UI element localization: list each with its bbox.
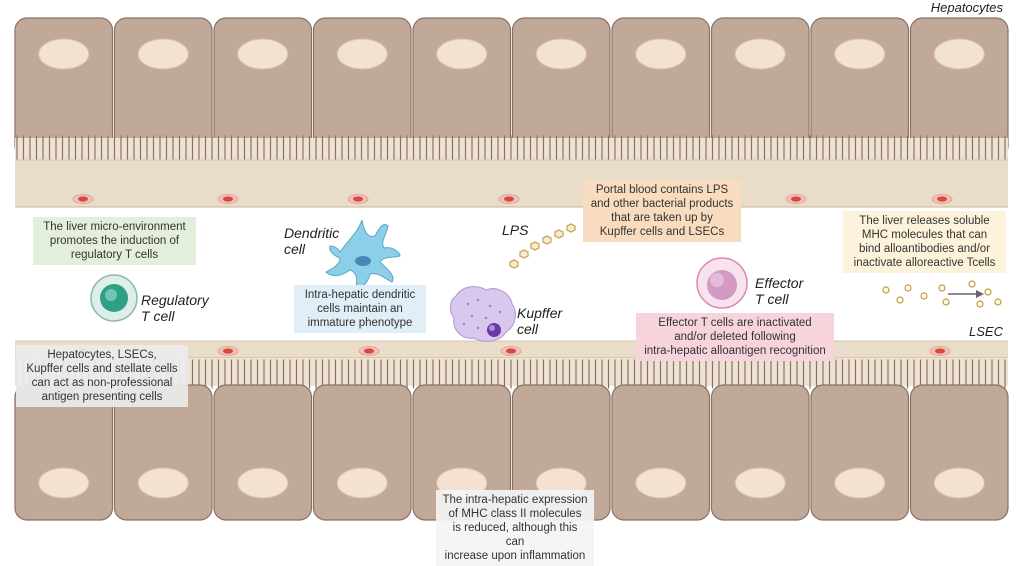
lps-label: LPS: [502, 222, 529, 238]
top-hepatocyte-row: [14, 17, 1009, 159]
hepatocyte-cell: [710, 384, 810, 521]
regulatory-t-cell-icon: [90, 274, 138, 322]
hepatocyte-cell: [213, 384, 313, 521]
top-microvilli: [15, 135, 1008, 163]
regulatory-t-cell-label: Regulatory T cell: [141, 292, 209, 324]
lsec-label: LSEC: [969, 324, 1003, 339]
soluble-mhc-icon: [882, 280, 1002, 308]
note-mhc-class-ii: The intra-hepatic expression of MHC clas…: [436, 490, 594, 566]
hepatocyte-cell: [810, 384, 910, 521]
kupffer-cell-icon: [449, 286, 516, 342]
arrow-icon: [948, 290, 984, 298]
effector-t-cell-icon: [696, 257, 748, 309]
note-apc: Hepatocytes, LSECs, Kupffer cells and st…: [16, 345, 188, 407]
hepatocytes-label: Hepatocytes: [930, 0, 1003, 15]
top-lsec-layer: [15, 159, 1008, 208]
bottom-hepatocyte-row: [14, 384, 1009, 521]
lps-molecule-icon: [509, 223, 576, 269]
dendritic-cell-label: Dendritic cell: [284, 225, 340, 257]
hepatocyte-cell: [611, 384, 711, 521]
note-regulatory-induction: The liver micro-environment promotes the…: [33, 217, 196, 265]
hepatocyte-cell: [312, 384, 412, 521]
note-dendritic-phenotype: Intra-hepatic dendritic cells maintain a…: [294, 285, 426, 333]
kupffer-cell-label: Kupffer cell: [517, 305, 563, 337]
dendritic-cell-icon: [325, 219, 401, 288]
effector-t-cell-label: Effector T cell: [755, 275, 804, 307]
note-portal-blood: Portal blood contains LPS and other bact…: [583, 180, 741, 242]
hepatocyte-cell: [909, 384, 1009, 521]
note-effector-inactivation: Effector T cells are inactivated and/or …: [636, 313, 834, 361]
note-soluble-mhc: The liver releases soluble MHC molecules…: [843, 211, 1006, 273]
